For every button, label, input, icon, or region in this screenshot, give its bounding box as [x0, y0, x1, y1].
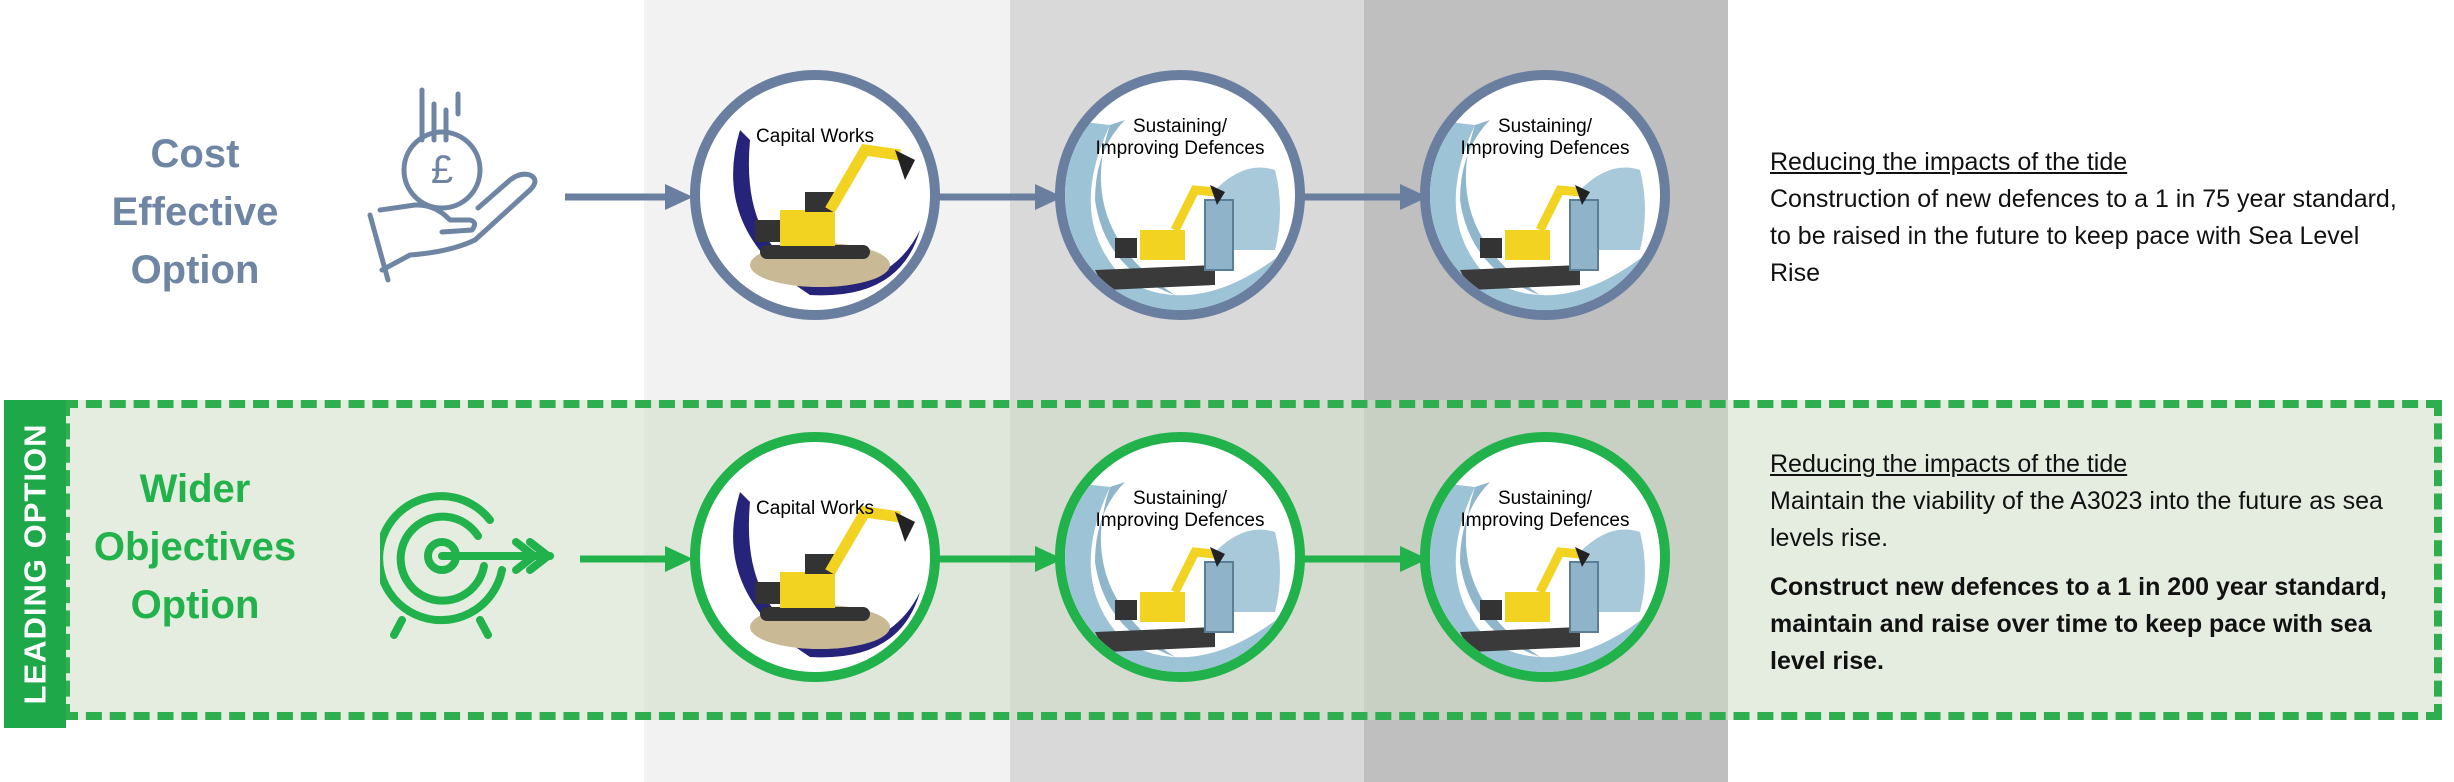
sea-wall-wave-icon: [1430, 482, 1645, 672]
label-line: Option: [130, 583, 260, 627]
label-line: Option: [130, 248, 260, 292]
leading-option-label: LEADING OPTION: [17, 423, 53, 705]
step-caption: Improving Defences: [1460, 138, 1630, 159]
description-text: Maintain the viability of the A3023 into…: [1770, 487, 2383, 552]
step-caption: Sustaining/: [1497, 488, 1592, 509]
description-heading: Reducing the impacts of the tide: [1770, 450, 2128, 478]
cost-step-sustaining-2: Sustaining/ Improving Defences: [1420, 70, 1670, 320]
arrow-right-icon: [1300, 184, 1428, 210]
arrow-right-icon: [565, 184, 693, 210]
arrow-right-icon: [935, 546, 1063, 572]
wider-option-description: Reducing the impacts of the tide Maintai…: [1770, 446, 2410, 680]
description-bold-text: Construct new defences to a 1 in 200 yea…: [1770, 573, 2387, 675]
wider-step-sustaining-2: Sustaining/ Improving Defences: [1420, 432, 1670, 682]
target-arrow-icon: [380, 492, 555, 639]
wider-step-capital-works: Capital Works: [690, 432, 940, 682]
label-line: Effective: [111, 190, 279, 234]
arrow-right-icon: [1300, 546, 1428, 572]
label-line: Objectives: [93, 525, 297, 569]
step-caption: Capital Works: [756, 126, 874, 147]
sea-wall-wave-icon: [1430, 120, 1645, 310]
cost-step-sustaining-1: Sustaining/ Improving Defences: [1055, 70, 1305, 320]
step-caption: Improving Defences: [1095, 510, 1265, 531]
excavator-icon: [733, 492, 920, 658]
step-caption: Sustaining/: [1132, 116, 1227, 137]
step-caption: Sustaining/: [1497, 116, 1592, 137]
wider-objectives-option-label: Wider Objectives Option: [70, 460, 320, 634]
hand-holding-pound-coin-icon: £: [367, 87, 538, 283]
step-caption: Sustaining/: [1132, 488, 1227, 509]
wider-step-sustaining-1: Sustaining/ Improving Defences: [1055, 432, 1305, 682]
step-caption: Improving Defences: [1095, 138, 1265, 159]
excavator-icon: [733, 130, 920, 296]
arrow-right-icon: [580, 546, 693, 572]
sea-wall-wave-icon: [1065, 120, 1280, 310]
cost-option-description: Reducing the impacts of the tide Constru…: [1770, 144, 2410, 292]
description-heading: Reducing the impacts of the tide: [1770, 148, 2128, 176]
label-line: Wider: [139, 467, 251, 511]
description-text: Construction of new defences to a 1 in 7…: [1770, 185, 2397, 287]
step-caption: Capital Works: [756, 498, 874, 519]
arrow-right-icon: [935, 184, 1063, 210]
sea-wall-wave-icon: [1065, 482, 1280, 672]
svg-text:£: £: [431, 148, 453, 192]
cost-step-capital-works: Capital Works: [690, 70, 940, 320]
label-line: Cost: [150, 132, 240, 176]
step-caption: Improving Defences: [1460, 510, 1630, 531]
leading-option-tab: LEADING OPTION: [4, 400, 66, 728]
cost-effective-option-label: Cost Effective Option: [90, 125, 300, 299]
